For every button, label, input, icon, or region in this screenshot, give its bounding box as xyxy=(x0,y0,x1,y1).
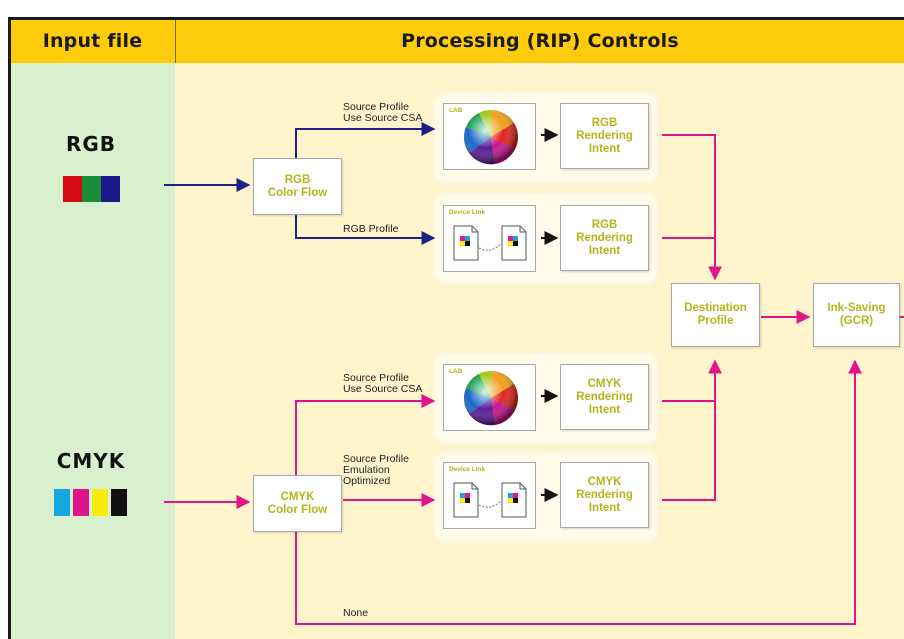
color-wheel-icon xyxy=(463,110,518,165)
cmyk-color-flow-label: CMYK Color Flow xyxy=(267,490,328,516)
frame-top-border xyxy=(8,17,904,20)
rgb-lab-thumbnail: LAB xyxy=(443,103,536,170)
rgb-color-flow-node: RGB Color Flow xyxy=(253,158,342,215)
device-link-icon xyxy=(453,482,527,518)
cmyk-rendering-intent-node-2: CMYK Rendering Intent xyxy=(560,462,649,528)
frame-left-border xyxy=(8,17,11,639)
cmyk-emulation-label: Source Profile Emulation Optimized xyxy=(343,453,409,487)
cmyk-devicelink-thumbnail: Device Link xyxy=(443,462,536,529)
rgb-devicelink-thumbnail: Device Link xyxy=(443,205,536,272)
cmyk-rendering-intent-node-1: CMYK Rendering Intent xyxy=(560,364,649,430)
cmyk-source-profile-label: Source Profile Use Source CSA xyxy=(343,372,423,395)
device-link-icon xyxy=(453,225,527,261)
cmyk-none-arrow xyxy=(295,359,862,625)
device-link-tag: Device Link xyxy=(449,209,486,216)
cmyk-input-label: CMYK xyxy=(56,449,126,473)
cmyk-intent-to-destination xyxy=(662,359,722,501)
cmyk-lab-thumbnail: LAB xyxy=(443,364,536,431)
lab-tag: LAB xyxy=(449,107,463,114)
rgb-swatch-red xyxy=(63,176,82,202)
cmyk-swatch-cyan xyxy=(54,489,70,516)
rgb-swatch-green xyxy=(82,176,101,202)
rgb-swatch-blue xyxy=(101,176,120,202)
destination-profile-label: Destination Profile xyxy=(684,302,747,327)
rgb-profile-arrow xyxy=(295,214,436,245)
device-link-tag: Device Link xyxy=(449,466,486,473)
cmyk-rendering-intent-label-2: CMYK Rendering Intent xyxy=(576,475,633,514)
rgb-color-flow-label: RGB Color Flow xyxy=(267,173,328,199)
cmyk-swatch-yellow xyxy=(92,489,108,516)
destination-profile-node: Destination Profile xyxy=(671,283,760,347)
rgb-rendering-intent-label-2: RGB Rendering Intent xyxy=(576,218,633,257)
ink-saving-label: Ink-Saving (GCR) xyxy=(827,302,886,327)
ink-saving-node: Ink-Saving (GCR) xyxy=(813,283,900,347)
input-file-header: Input file xyxy=(42,30,143,52)
cmyk-swatch-black xyxy=(111,489,127,516)
cmyk-swatch-group xyxy=(54,489,127,516)
rgb-input-label: RGB xyxy=(65,132,117,156)
cmyk-swatch-magenta xyxy=(73,489,89,516)
none-label: None xyxy=(343,607,369,619)
rgb-intent1-to-destination xyxy=(662,134,722,281)
rgb-rendering-intent-node-1: RGB Rendering Intent xyxy=(560,103,649,169)
input-column-background xyxy=(10,19,175,639)
cmyk-source-arrow xyxy=(295,394,436,475)
rgb-source-profile-label: Source Profile Use Source CSA xyxy=(343,101,423,124)
rgb-rendering-intent-label-1: RGB Rendering Intent xyxy=(576,116,633,155)
header-bar xyxy=(10,19,904,63)
cmyk-rendering-intent-label-1: CMYK Rendering Intent xyxy=(576,377,633,416)
cmyk-color-flow-node: CMYK Color Flow xyxy=(253,475,342,532)
rgb-swatch-group xyxy=(63,176,120,202)
rgb-profile-label: RGB Profile xyxy=(343,223,399,235)
color-wheel-icon xyxy=(463,371,518,426)
lab-tag: LAB xyxy=(449,368,463,375)
header-divider xyxy=(175,19,176,63)
rgb-rendering-intent-node-2: RGB Rendering Intent xyxy=(560,205,649,271)
processing-controls-header: Processing (RIP) Controls xyxy=(401,30,679,52)
rgb-source-arrow xyxy=(295,122,436,158)
